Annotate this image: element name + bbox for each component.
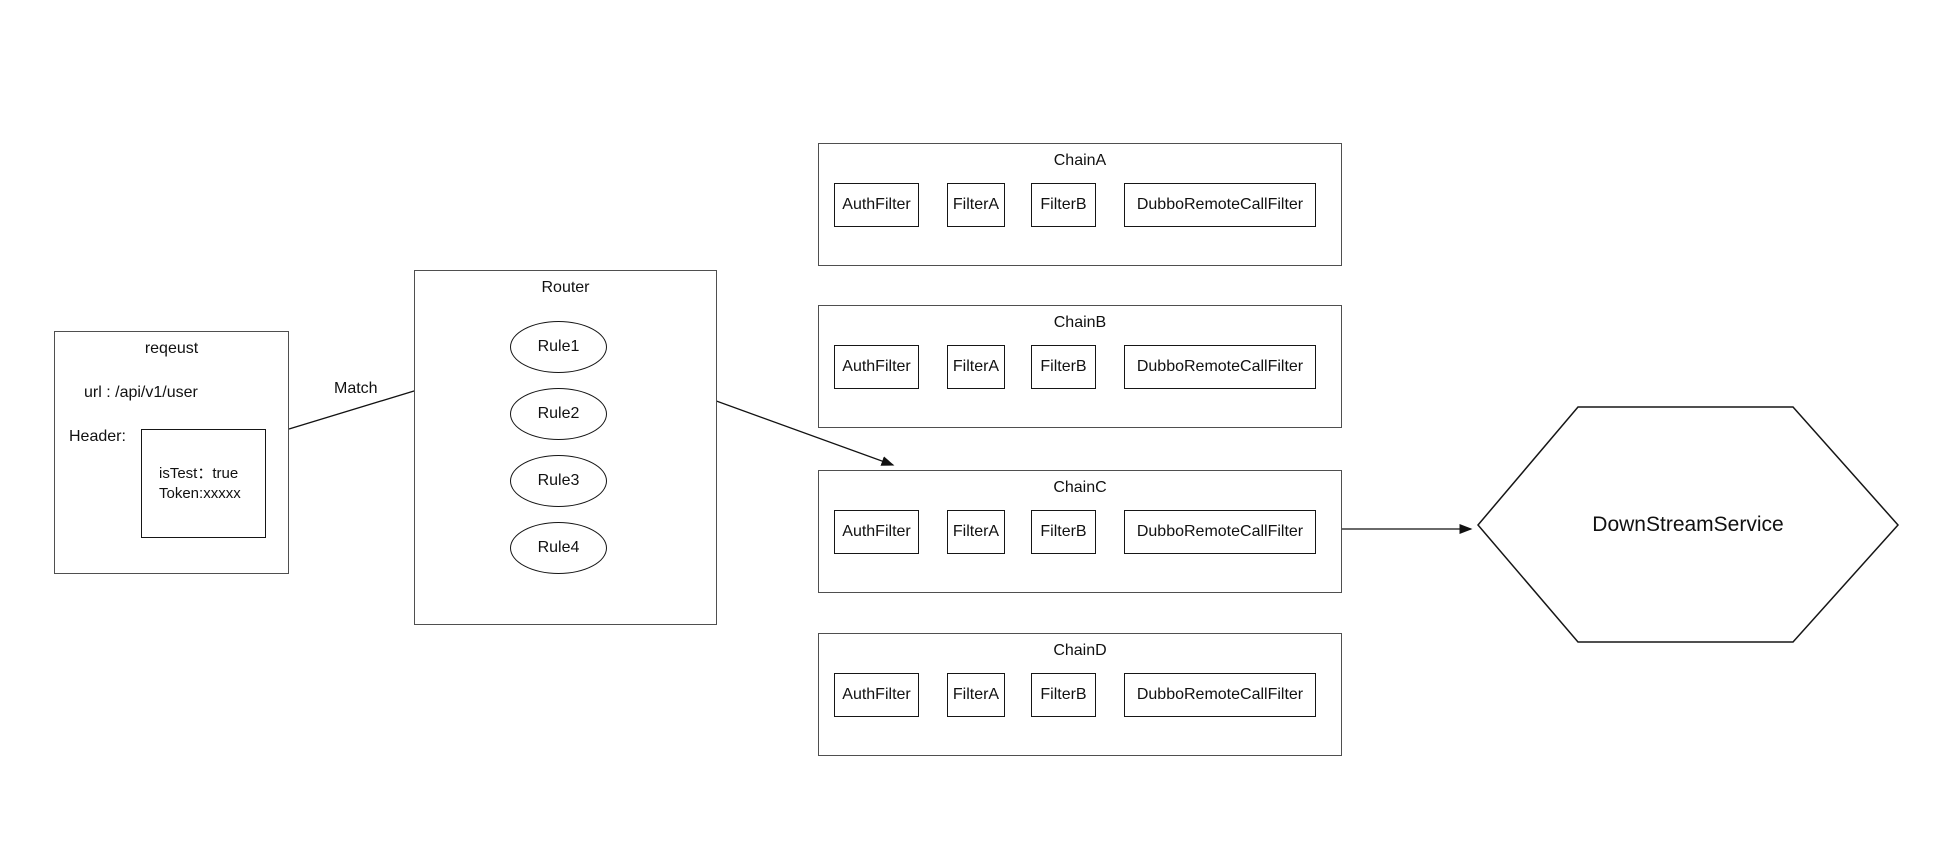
chain-box-b: ChainB AuthFilter FilterA FilterB DubboR… (818, 305, 1342, 428)
filter-box-authfilter: AuthFilter (834, 510, 919, 554)
filter-box-dubbo: DubboRemoteCallFilter (1124, 510, 1316, 554)
request-header-line-token: Token:xxxxx (159, 484, 241, 502)
request-title: reqeust (144, 340, 199, 357)
request-header-line-istest: isTest：true (159, 464, 239, 482)
chain-title: ChainD (1053, 642, 1107, 659)
filter-box-filtera: FilterA (947, 673, 1005, 717)
router-title: Router (541, 279, 590, 296)
rule4-node: Rule4 (510, 522, 607, 574)
filter-box-filtera: FilterA (947, 183, 1005, 227)
filter-box-filterb: FilterB (1031, 183, 1096, 227)
filter-box-authfilter: AuthFilter (834, 673, 919, 717)
filter-box-authfilter: AuthFilter (834, 183, 919, 227)
request-header-label: Header: (69, 428, 126, 445)
chain-title: ChainC (1053, 479, 1107, 496)
filter-box-dubbo: DubboRemoteCallFilter (1124, 673, 1316, 717)
filter-box-authfilter: AuthFilter (834, 345, 919, 389)
filter-box-filterb: FilterB (1031, 673, 1096, 717)
filter-box-dubbo: DubboRemoteCallFilter (1124, 345, 1316, 389)
filter-box-filtera: FilterA (947, 510, 1005, 554)
request-url-text: url : /api/v1/user (84, 384, 198, 401)
chain-title: ChainA (1053, 152, 1107, 169)
filter-box-filtera: FilterA (947, 345, 1005, 389)
chain-box-c: ChainC AuthFilter FilterA FilterB DubboR… (818, 470, 1342, 593)
filter-box-filterb: FilterB (1031, 345, 1096, 389)
downstream-label: DownStreamService (1592, 512, 1784, 536)
chain-box-a: ChainA AuthFilter FilterA FilterB DubboR… (818, 143, 1342, 266)
request-box: reqeust url : /api/v1/user Header: isTes… (54, 331, 289, 574)
rule2-node: Rule2 (510, 388, 607, 440)
request-header-box: isTest：true Token:xxxxx (141, 429, 266, 538)
router-box: Router Rule1 Rule2 Rule3 Rule4 (414, 270, 717, 625)
rule1-node: Rule1 (510, 321, 607, 373)
filter-box-dubbo: DubboRemoteCallFilter (1124, 183, 1316, 227)
match-edge-label: Match (334, 380, 378, 397)
rule3-node: Rule3 (510, 455, 607, 507)
chain-box-d: ChainD AuthFilter FilterA FilterB DubboR… (818, 633, 1342, 756)
chain-title: ChainB (1053, 314, 1107, 331)
filter-box-filterb: FilterB (1031, 510, 1096, 554)
